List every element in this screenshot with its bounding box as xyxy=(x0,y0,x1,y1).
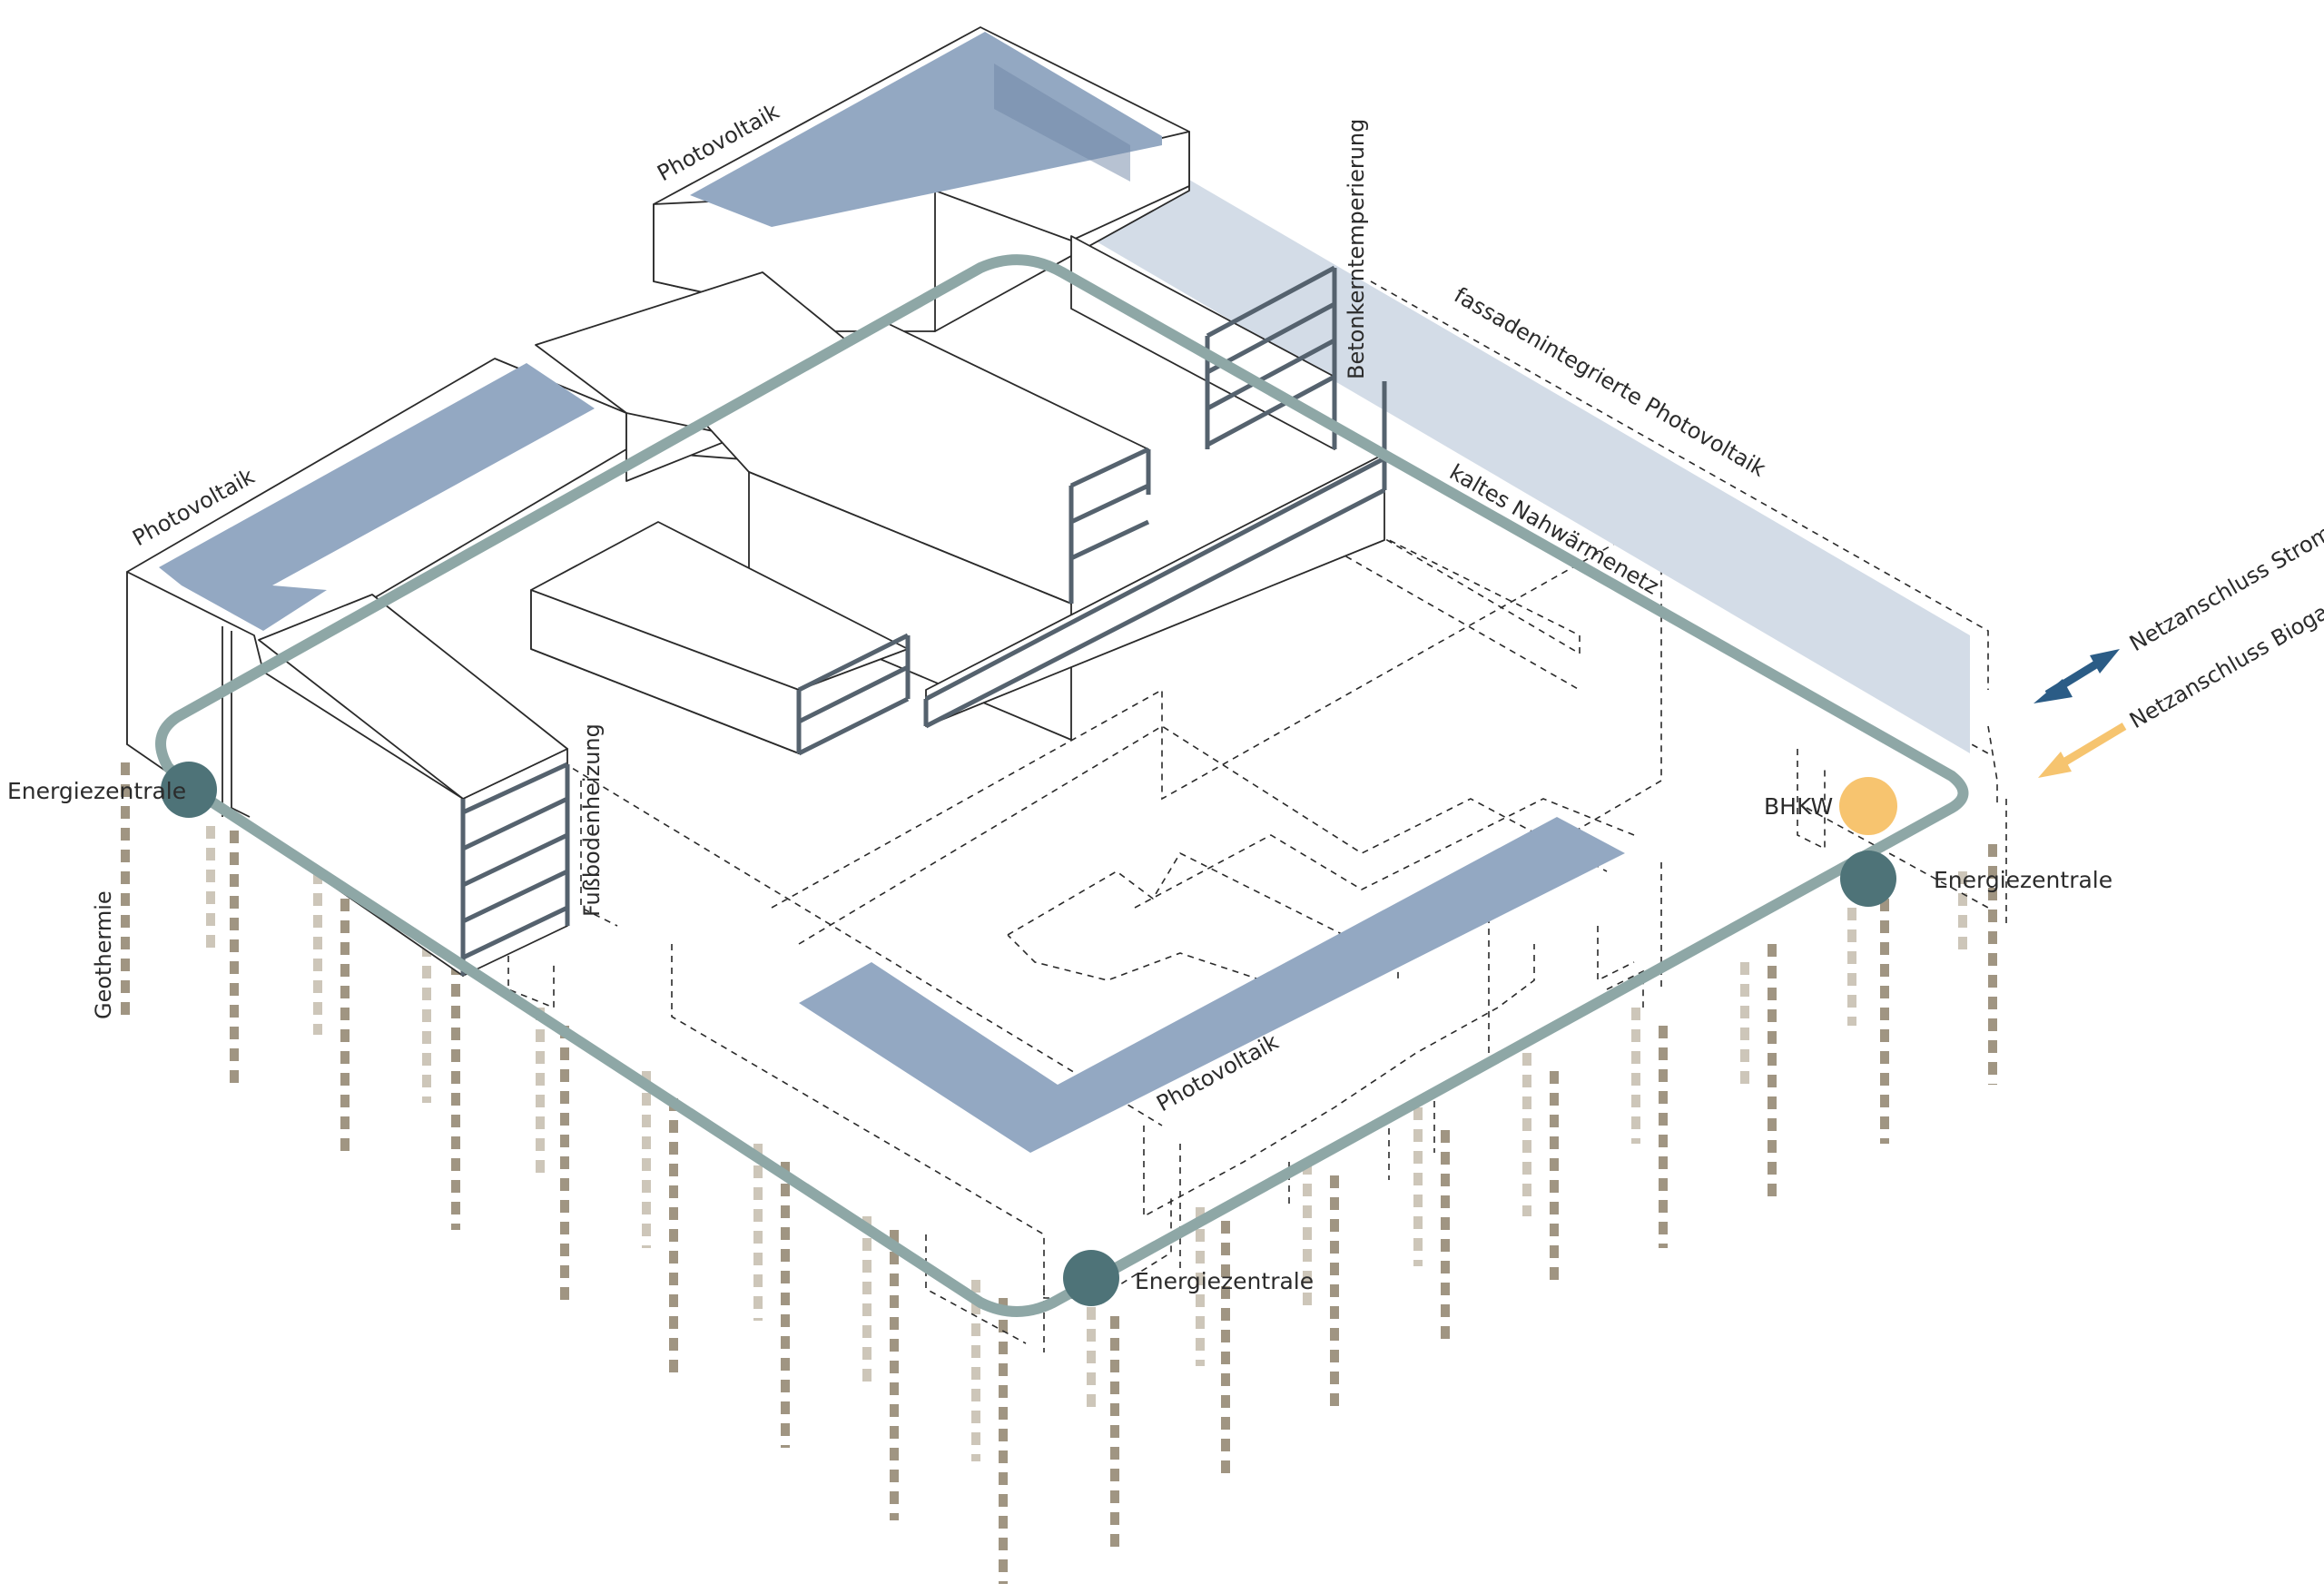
energy-hub-south xyxy=(1063,1250,1119,1306)
double-arrow-icon xyxy=(2034,649,2120,703)
bhkw-circle xyxy=(1839,777,1897,835)
label-energiezentrale-west: Energiezentrale xyxy=(7,778,186,804)
pv-panel-west xyxy=(159,363,595,631)
label-energiezentrale-east: Energiezentrale xyxy=(1934,867,2112,893)
roof-pv xyxy=(159,32,1625,1153)
dashed-outlines xyxy=(507,280,2007,1352)
cold-heating-network xyxy=(155,254,1969,1317)
floor-frames xyxy=(460,265,1387,976)
label-bhkw: BHKW xyxy=(1764,793,1833,820)
label-betonkern: Betonkerntemperierung xyxy=(1344,119,1369,379)
pv-panel-north xyxy=(690,32,1162,227)
energy-hub-east xyxy=(1840,851,1896,907)
label-netzanschluss-biogas: Netzanschluss Biogas xyxy=(2125,594,2324,733)
label-fussbodenheizung: Fußbodenheizung xyxy=(579,723,605,917)
energy-hub-west xyxy=(161,762,217,818)
pv-panel-south xyxy=(799,817,1625,1153)
facade-pv-band xyxy=(994,64,1970,753)
label-energiezentrale-south: Energiezentrale xyxy=(1135,1268,1314,1294)
arrow-icon xyxy=(2038,723,2127,778)
label-geothermie: Geothermie xyxy=(91,890,116,1019)
geothermal-probes xyxy=(121,762,1997,1584)
